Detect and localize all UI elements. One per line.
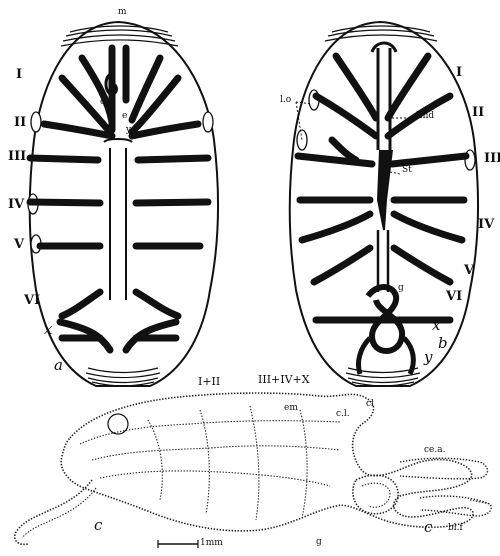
panel-c-c-right: c [424,520,432,535]
panel-a-top-mark: m [118,8,127,17]
panel-a-segment-3: III [8,150,26,163]
panel-b-st-label: St [402,166,412,175]
panel-c-segments-3-4-x: III+IV+X [258,374,310,385]
panel-a-cg-label: c.g [100,98,114,107]
panel-b-segment-5: V [464,264,474,277]
panel-b-body [290,22,478,386]
panel-c-bl-label: bl.f [448,524,463,533]
panel-c-em-label: em [284,404,298,413]
panel-a-segment-2: II [14,116,26,129]
panel-a-body [28,22,218,386]
panel-c-cea-label: ce.a. [424,446,445,455]
panel-b-x-mark: x [432,318,440,333]
panel-c-inner-ring [108,414,128,434]
panel-b-letter: b [438,336,448,351]
panel-a-letter: a [54,358,63,373]
panel-c-segments-1-2: I+II [198,376,220,387]
panel-a-segment-4: IV [8,198,24,211]
panel-a-segment-1: I [16,68,22,81]
panel-a-x-mark: x [44,322,52,337]
panel-a-segment-6: VI [24,294,40,307]
panel-c-g-label: g [316,538,322,547]
panel-b-segment-6: VI [446,290,462,303]
panel-b-segment-3: III [484,152,500,165]
panel-b-lo-label: l.o [280,96,291,105]
panel-a-e-label: e [122,112,127,121]
panel-b-segment-4: IV [478,218,494,231]
panel-b-segment-2: II [472,106,484,119]
panel-c-c-left: c [94,518,102,533]
panel-b-g-label: g [398,284,404,293]
panel-b-y-mark: y [424,350,432,365]
scale-bar-label: 1mm [200,539,223,548]
panel-b-cl-label: cl [366,400,374,409]
panel-c-body [15,393,491,544]
panel-b-end-label: End [416,112,434,121]
panel-b-segment-1: I [456,66,462,79]
panel-a-segment-5: V [14,238,24,251]
panel-c-cl-label: c.l. [336,410,350,419]
panel-a-y-label: y [126,126,131,135]
